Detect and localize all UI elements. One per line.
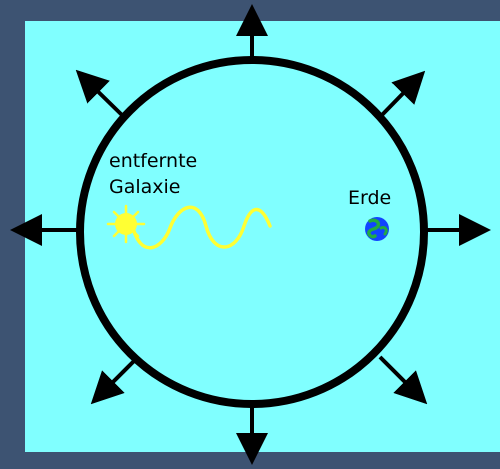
expansion-arrow-down-right — [380, 357, 423, 400]
light-wave — [132, 207, 270, 248]
expansion-arrow-up-left — [80, 74, 124, 117]
expansion-arrows — [16, 10, 485, 459]
earth-label: Erde — [348, 187, 391, 209]
sun-star-icon — [108, 206, 144, 242]
expansion-arrow-down-left — [95, 360, 135, 400]
expansion-arrow-up-right — [380, 75, 421, 117]
galaxy-label-line1: entfernte — [109, 150, 197, 172]
globe-icon — [365, 217, 389, 241]
galaxy-label-line2: Galaxie — [109, 176, 181, 198]
